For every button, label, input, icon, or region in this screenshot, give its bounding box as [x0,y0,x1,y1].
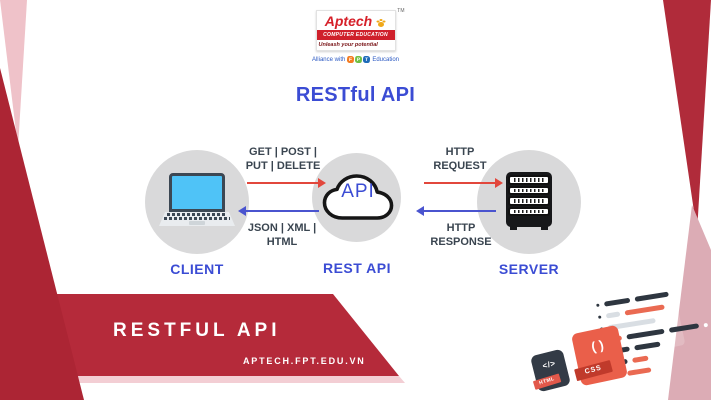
aptech-logo: TM Aptech COMPUTER EDUCATION Unleash you… [0,8,711,63]
http-request-label: HTTP REQUEST [433,146,487,173]
computer-education-strip: COMPUTER EDUCATION [316,30,395,40]
right-red-wedge [663,0,711,232]
footer-website: APTECH.FPT.EDU.VN [243,356,366,366]
get-post-label: GET | POST | PUT | DELETE [245,146,321,173]
server-foot-left [510,226,517,230]
right-pink-band [668,205,711,400]
fpt-alliance-line: Alliance with F P T Education [312,56,399,63]
cloud-icon [322,174,394,220]
server-label: SERVER [498,261,560,277]
server-foot-right [541,226,548,230]
laptop-keyboard [159,212,235,226]
fpt-logo-icon: F P T [346,56,371,63]
rest-api-label: REST API [322,260,392,276]
top-left-pink-wedge [0,0,27,148]
aptech-wordmark: Aptech [324,13,373,29]
http-response-label: HTTP RESPONSE [430,222,492,249]
aptech-logo-card: TM Aptech COMPUTER EDUCATION Unleash you… [315,8,405,51]
footer-banner-title: RESTFUL API [113,320,281,341]
json-xml-label: JSON | XML | HTML [247,222,317,249]
alliance-prefix: Alliance with [311,56,346,63]
footer-banner-pink-strip [0,376,405,383]
page-title: RESTful API [295,84,416,106]
fpt-letter-p: P [354,56,363,63]
json-xml-arrow [238,206,319,216]
laptop-icon [169,173,225,212]
get-post-arrow [247,178,326,188]
paw-icon [375,17,386,28]
http-response-arrow [416,206,496,216]
http-request-arrow [424,178,503,188]
fpt-letter-t: T [362,56,371,63]
alliance-suffix: Education [372,56,400,63]
trademark-symbol: TM [397,8,405,14]
left-red-wedge [0,68,84,400]
logo-tagline: Unleash your potential [318,42,378,48]
server-icon [506,172,552,227]
footer-banner-shape [0,294,399,376]
cloud-api-text: API [341,181,375,202]
fpt-letter-f: F [346,56,355,63]
client-label: CLIENT [170,261,224,277]
